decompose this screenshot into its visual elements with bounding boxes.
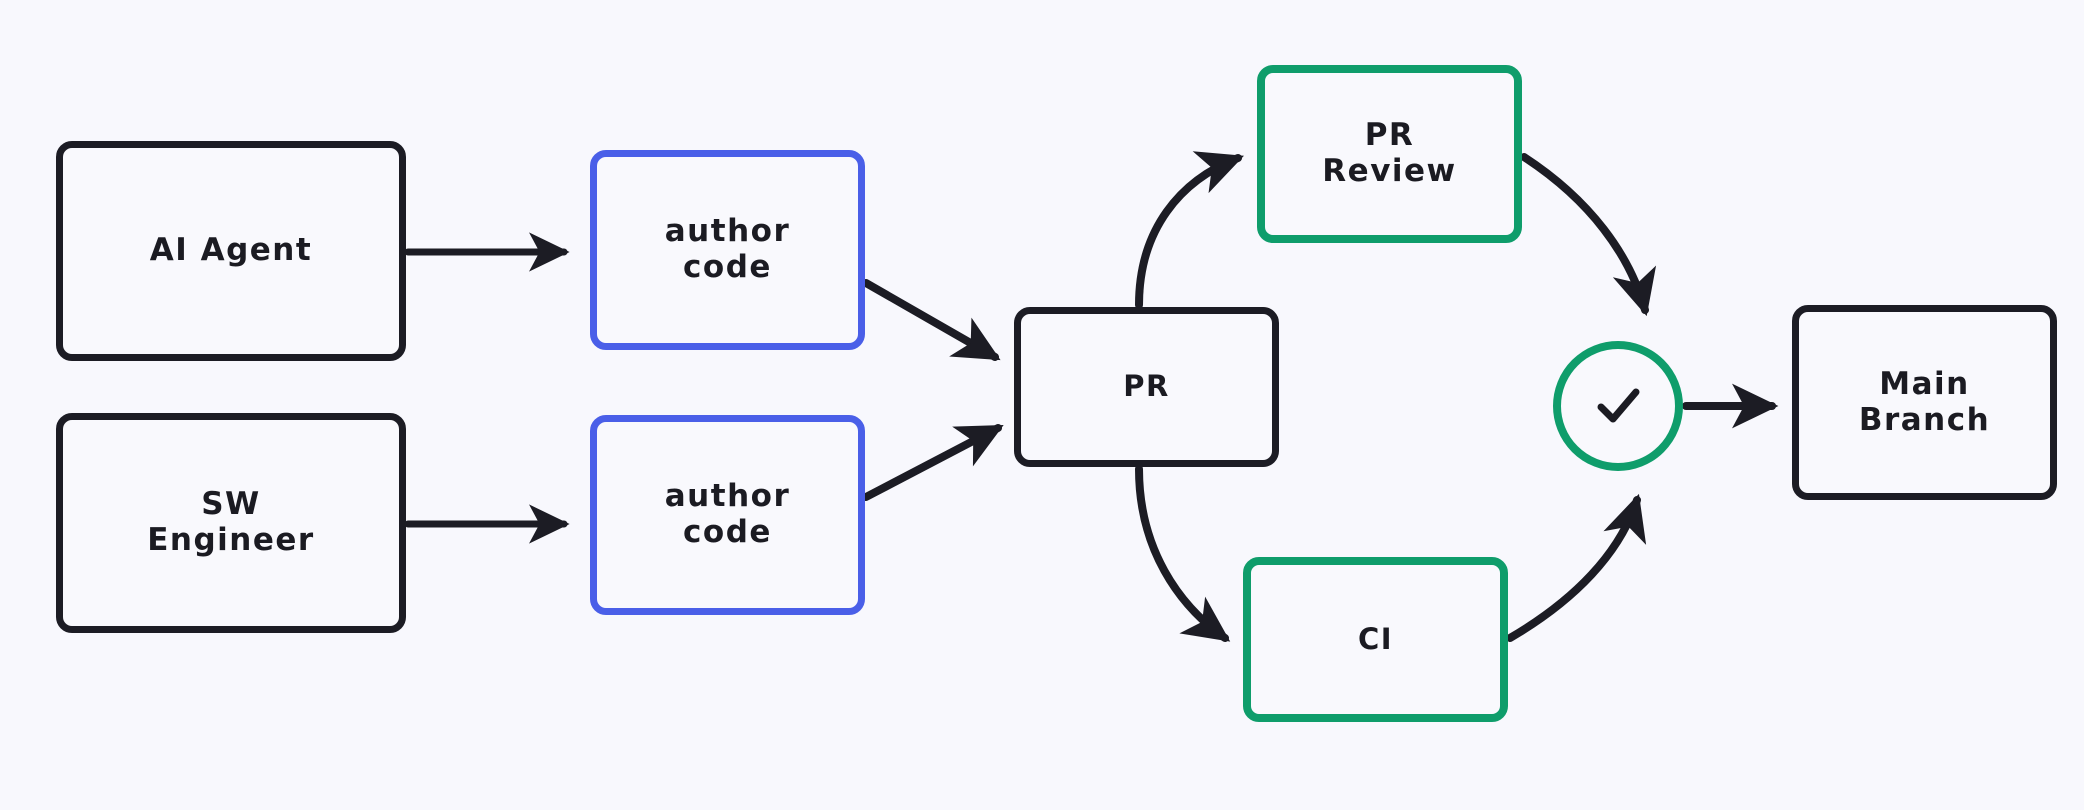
node-ci-label-line-1: CI [1357,621,1394,656]
edge-pr-to-ci [1135,465,1231,642]
node-author-code-bottom[interactable]: author code [590,415,865,615]
node-author-code-top-label-line-2: code [683,249,772,285]
node-author-code-top-label-line-1: author [664,213,791,250]
node-sw-engineer[interactable]: SW Engineer [56,413,406,633]
node-sw-engineer-label-line-1: SW [201,486,261,523]
node-main-branch-label-line-2: Branch [1858,401,1991,438]
edge-pr-review-to-check [1520,153,1657,317]
node-main-branch-label-line-1: Main [1879,365,1970,402]
node-pr-label-line-1: PR [1123,369,1170,404]
node-merge-check[interactable] [1553,341,1683,471]
edge-ci-to-check [1506,493,1647,642]
node-pr[interactable]: PR [1014,307,1279,467]
edge-author-top-to-pr [862,279,1001,361]
node-sw-engineer-label-line-2: Engineer [147,522,315,558]
node-pr-review-label-line-1: PR [1364,117,1415,154]
node-main-branch[interactable]: Main Branch [1792,305,2057,500]
node-pr-review[interactable]: PR Review [1257,65,1522,243]
node-ai-agent-label-line-1: AI Agent [149,232,313,269]
node-ai-agent[interactable]: AI Agent [56,141,406,361]
node-pr-review-label-line-2: Review [1322,153,1457,189]
node-author-code-bottom-label-line-2: code [683,514,772,550]
edge-pr-to-pr-review [1135,151,1244,309]
node-author-code-top[interactable]: author code [590,150,865,350]
node-author-code-bottom-label-line-1: author [664,478,791,515]
check-icon [1597,388,1640,423]
edge-author-bottom-to-pr [862,424,1004,501]
node-ci[interactable]: CI [1243,557,1508,722]
